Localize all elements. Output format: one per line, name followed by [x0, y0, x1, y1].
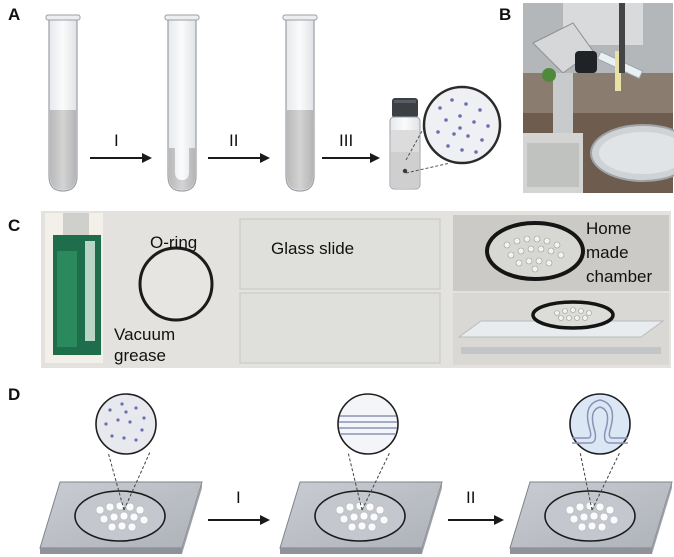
panel-b-letter: B: [499, 5, 512, 24]
step-label-d2: II: [466, 488, 476, 507]
label-chamber-line3: chamber: [586, 267, 653, 286]
slide-2-droplets: [335, 501, 389, 532]
arrow-step-1: [90, 153, 152, 163]
step-label-a2: II: [229, 131, 239, 150]
o-ring: [138, 246, 214, 322]
step-label-d1: I: [236, 488, 241, 507]
zoom-line-top: [405, 112, 433, 161]
glass-slide-top: [239, 218, 441, 290]
label-o-ring: O-ring: [150, 233, 198, 252]
slide-1-zoom-line-right: [123, 451, 151, 511]
slide-1-zoom-circle: [95, 393, 157, 455]
slide-3-zoom-circle-vesicle: [569, 393, 631, 455]
vial: [389, 98, 421, 190]
panel-d-letter: D: [8, 385, 21, 404]
label-glass-slide: Glass slide: [271, 239, 355, 258]
slide-3-droplets: [565, 501, 619, 532]
homemade-chamber-side: [453, 293, 669, 365]
label-chamber-line2: made: [586, 243, 629, 262]
slide-1-zoom-line-left: [107, 451, 125, 511]
panel-b-photo: [523, 3, 674, 193]
label-vacuum-grease-line1: Vacuum: [114, 325, 176, 344]
step-label-a3: III: [339, 131, 354, 150]
label-chamber-line1: Home: [586, 219, 632, 238]
zoom-circle-particles: [422, 85, 502, 165]
arrow-step-3: [322, 153, 380, 163]
arrow-d-step-1: [208, 515, 270, 525]
vacuum-grease-tube: [45, 213, 103, 363]
arrow-step-2: [208, 153, 270, 163]
zoom-line-bottom: [405, 162, 451, 174]
slide-2-zoom-line-right: [361, 451, 391, 511]
panel-a-letter: A: [8, 5, 21, 24]
arrow-d-step-2: [448, 515, 504, 525]
slide-3-zoom-line-right: [591, 451, 621, 511]
label-vacuum-grease-line2: grease: [114, 346, 166, 365]
homemade-chamber-top: [453, 215, 669, 291]
panel-c-photo: [41, 211, 671, 368]
panel-a-diagram: [45, 14, 502, 192]
panel-c-letter: C: [8, 216, 21, 235]
test-tube-3: [282, 14, 318, 192]
glass-slide-bottom: [239, 292, 441, 364]
step-label-a1: I: [114, 131, 119, 150]
test-tube-2: [164, 14, 200, 192]
panel-d-diagram: [39, 393, 673, 554]
test-tube-1: [45, 14, 81, 192]
slide-2-zoom-circle-lamellae: [337, 393, 399, 455]
